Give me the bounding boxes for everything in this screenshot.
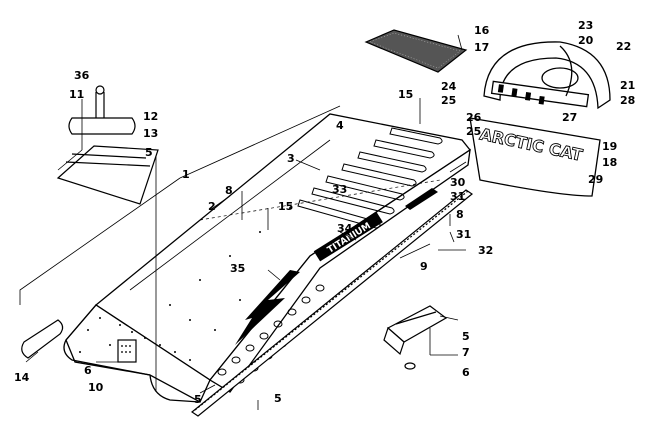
callout-35: 35 xyxy=(230,262,245,275)
callout-5a: 5 xyxy=(145,146,153,159)
callout-5c: 5 xyxy=(194,393,202,406)
callout-17: 17 xyxy=(474,41,489,54)
lightning-decal xyxy=(235,270,300,345)
callout-14: 14 xyxy=(14,371,30,384)
callout-15b: 15 xyxy=(278,200,293,213)
footrest-pad xyxy=(364,29,468,73)
callout-7: 7 xyxy=(462,346,470,359)
badge-decal xyxy=(405,188,438,210)
callout-28: 28 xyxy=(620,94,635,107)
callout-21: 21 xyxy=(620,79,635,92)
callout-8b: 8 xyxy=(456,208,464,221)
callout-18: 18 xyxy=(602,156,617,169)
rear-bumper-assembly xyxy=(469,41,611,197)
callout-36: 36 xyxy=(74,69,90,82)
callout-19: 19 xyxy=(602,140,617,153)
callout-25b: 25 xyxy=(466,125,481,138)
callout-29: 29 xyxy=(588,173,603,186)
rear-flap-hardware xyxy=(21,319,137,363)
callout-12: 12 xyxy=(143,110,158,123)
callout-30: 30 xyxy=(450,176,466,189)
callout-20: 20 xyxy=(578,34,594,47)
callout-15a: 15 xyxy=(398,88,413,101)
callout-8a: 8 xyxy=(225,184,233,197)
callout-11: 11 xyxy=(69,88,84,101)
callout-labels: 1 2 3 4 5 5 5 5 6 6 7 8 8 9 10 11 12 13 … xyxy=(14,19,635,406)
callout-25a: 25 xyxy=(441,94,456,107)
rivet-dots xyxy=(79,207,291,361)
callout-6a: 6 xyxy=(84,364,92,377)
tunnel-right-wall xyxy=(209,148,471,393)
callout-9: 9 xyxy=(420,260,428,273)
callout-33: 33 xyxy=(332,183,347,196)
callout-1: 1 xyxy=(182,168,190,181)
running-board xyxy=(190,189,474,417)
callout-27: 27 xyxy=(562,111,577,124)
callout-16: 16 xyxy=(474,24,490,37)
callout-32: 32 xyxy=(478,244,493,257)
mounting-bracket xyxy=(383,305,448,370)
snow-flap xyxy=(469,117,601,197)
callout-13: 13 xyxy=(143,127,158,140)
callout-5d: 5 xyxy=(274,392,282,405)
callout-24: 24 xyxy=(441,80,457,93)
callout-26: 26 xyxy=(466,111,482,124)
heat-exchanger-cover xyxy=(56,85,159,205)
callout-2: 2 xyxy=(208,200,216,213)
callout-3: 3 xyxy=(287,152,295,165)
callout-31a: 31 xyxy=(450,190,465,203)
callout-5b: 5 xyxy=(462,330,470,343)
callout-31b: 31 xyxy=(456,228,471,241)
leader-lines xyxy=(19,34,467,410)
callout-22: 22 xyxy=(616,40,631,53)
callout-34: 34 xyxy=(337,222,353,235)
callout-10: 10 xyxy=(88,381,104,394)
callout-23: 23 xyxy=(578,19,593,32)
grab-bar xyxy=(483,41,611,110)
callout-4: 4 xyxy=(336,119,344,132)
callout-6b: 6 xyxy=(462,366,470,379)
